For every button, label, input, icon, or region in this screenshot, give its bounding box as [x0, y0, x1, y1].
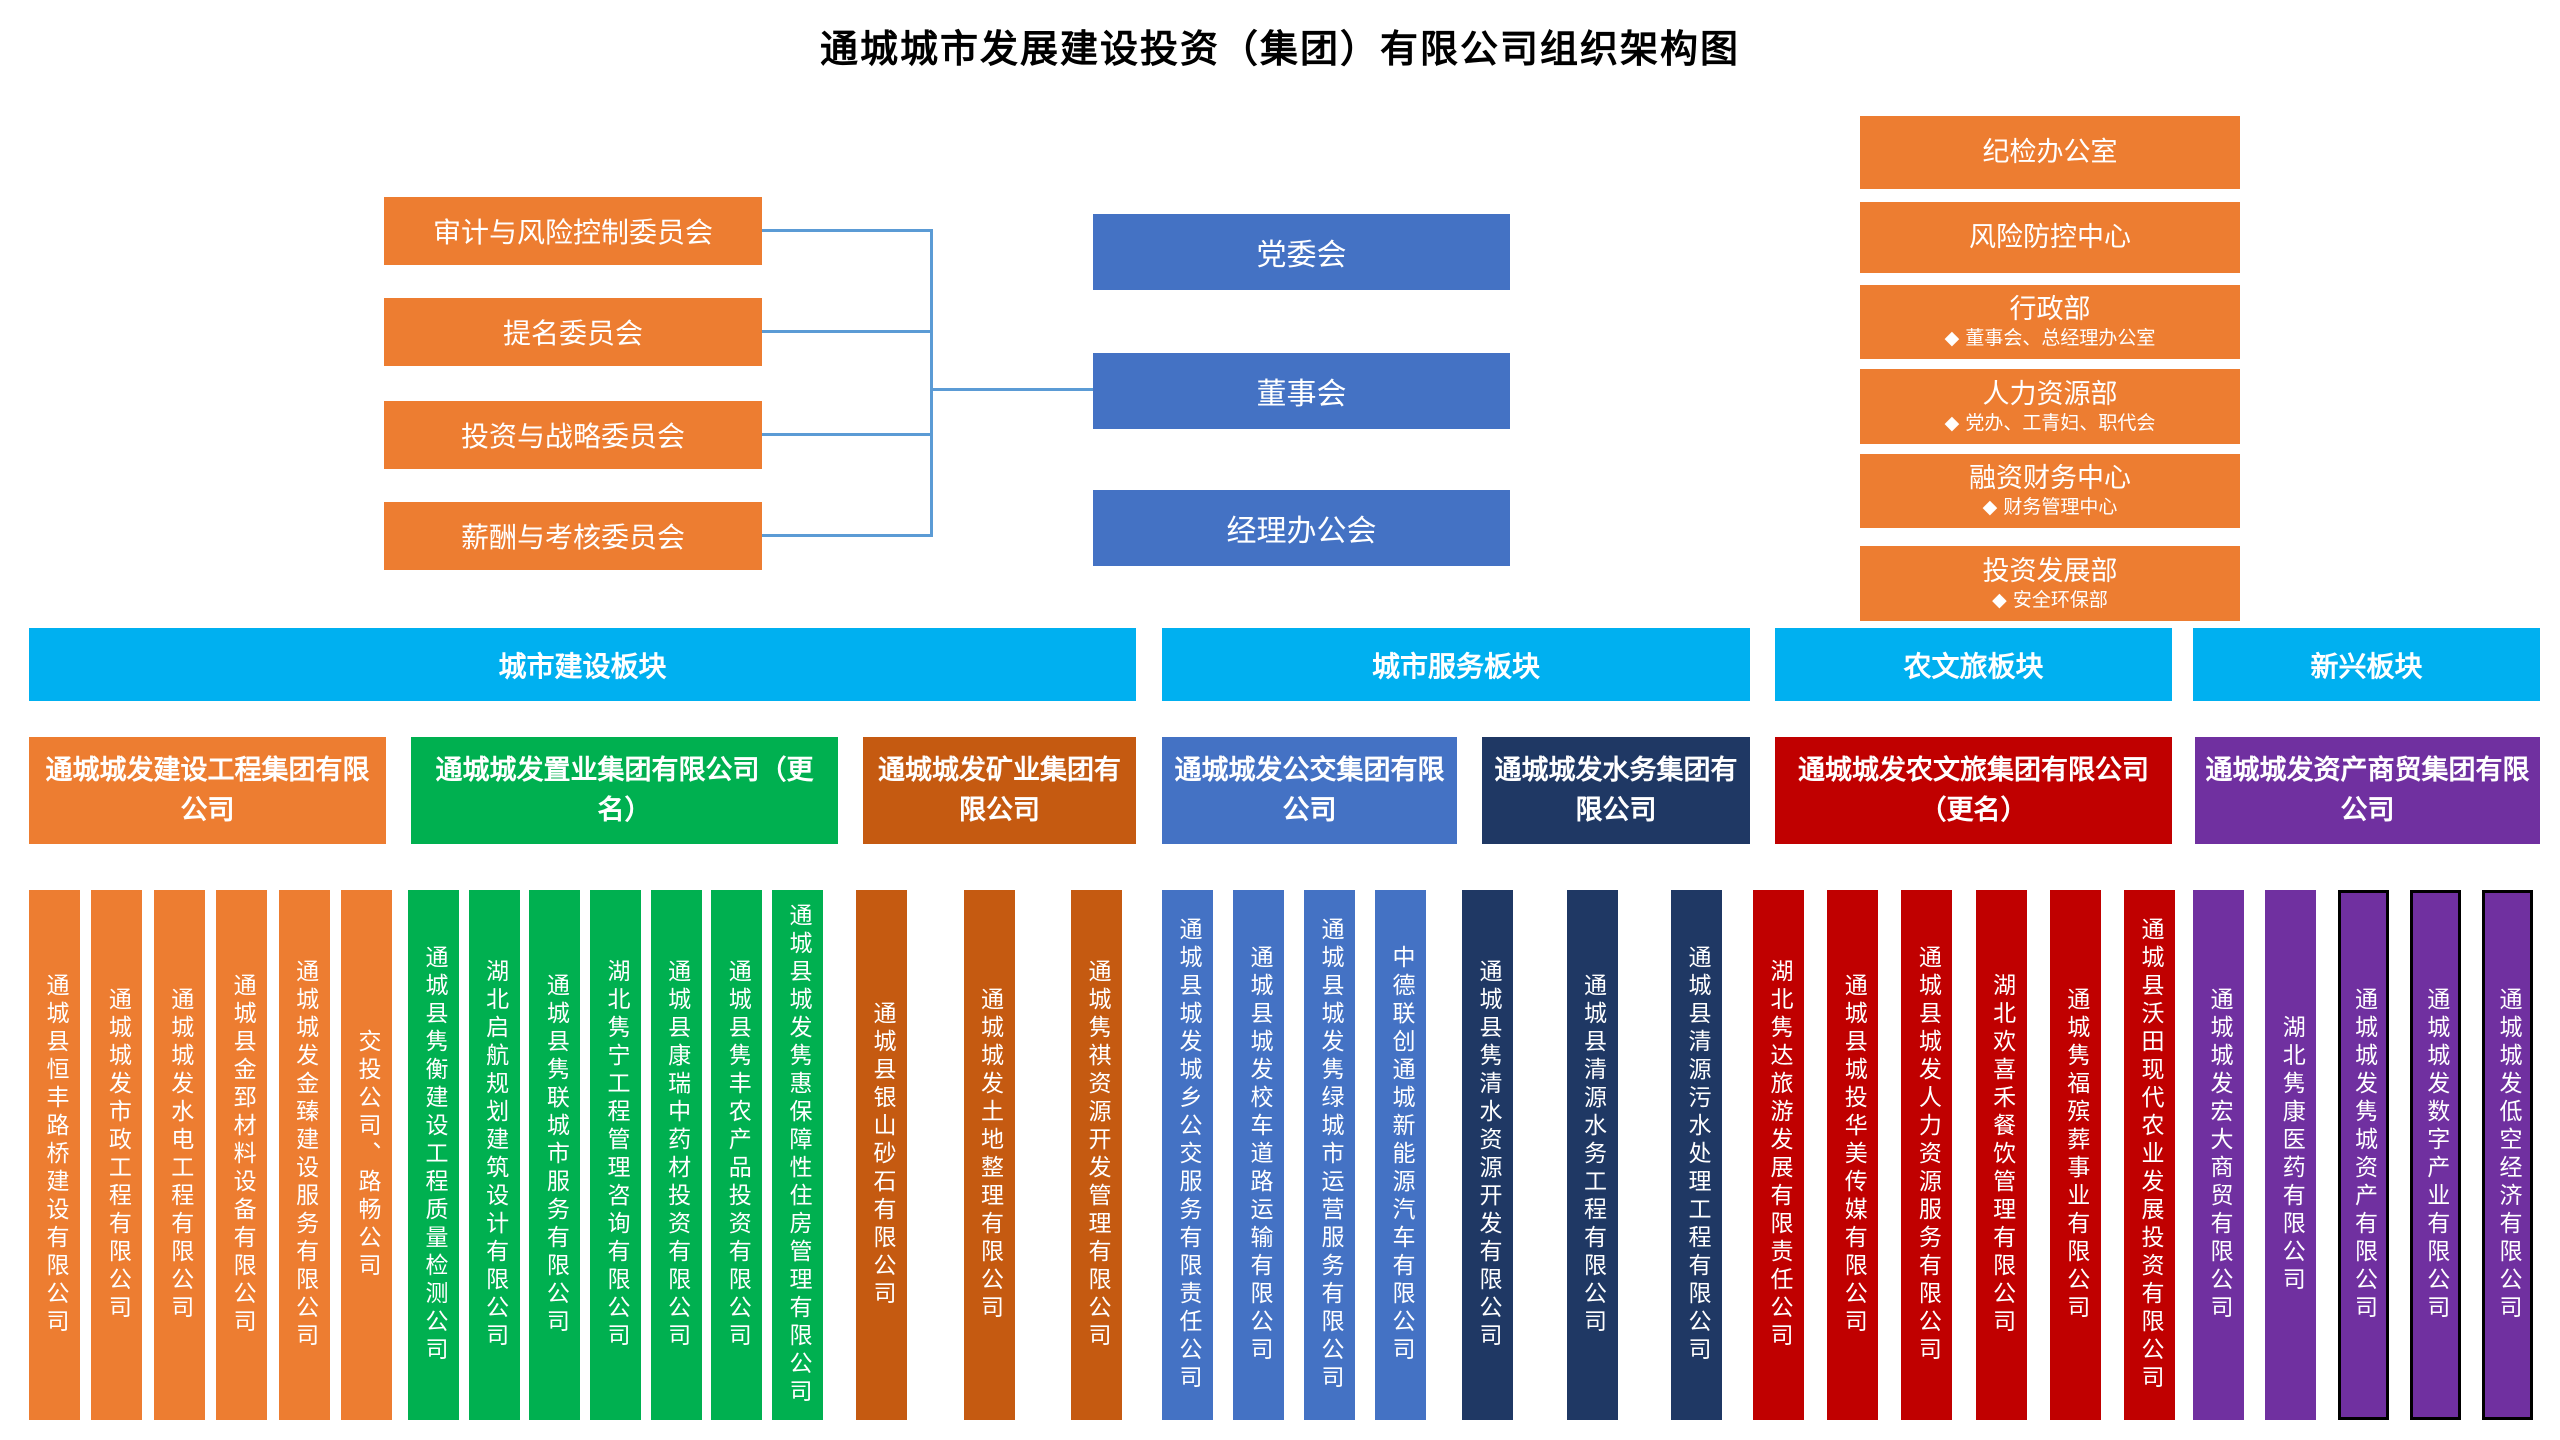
- section-agri-culture-tourism: 农文旅板块: [1775, 628, 2172, 701]
- section-urban-construction: 城市建设板块: [29, 628, 1136, 701]
- subsidiaries-agri-culture-tourism: 湖北隽达旅游发展有限责任公司 通城县城投华美传媒有限公司 通城县城发人力资源服务…: [1753, 890, 2175, 1420]
- subsidiary-column: 通城县沃田现代农业发展投资有限公司: [2123, 890, 2175, 1420]
- subsidiary-column: 通城县城发隽惠保障性住房管理有限公司: [771, 890, 823, 1420]
- subsidiary-column: 通城县城发隽绿城市运营服务有限公司: [1304, 890, 1355, 1420]
- subsidiary-column: 通城县城发城乡公交服务有限责任公司: [1162, 890, 1213, 1420]
- dept-label: 人力资源部: [1982, 378, 2118, 410]
- connector-line: [762, 433, 932, 436]
- connector-line: [762, 330, 932, 333]
- subsidiary-column: 通城县城发人力资源服务有限公司: [1901, 890, 1953, 1420]
- subsidiary-column: 中德联创通城新能源汽车有限公司: [1375, 890, 1426, 1420]
- subsidiary-column: 通城县清源水务工程有限公司: [1566, 890, 1618, 1420]
- committee-nomination: 提名委员会: [384, 298, 762, 366]
- dept-label: 纪检办公室: [1982, 136, 2118, 168]
- subsidiary-column-new: 通城城发低空经济有限公司: [2482, 890, 2533, 1420]
- committee-compensation-appraisal: 薪酬与考核委员会: [384, 502, 762, 570]
- chart-title: 通城城市发展建设投资（集团）有限公司组织架构图: [819, 27, 1740, 71]
- group-agri-culture-tourism: 通城城发农文旅集团有限公司（更名）: [1775, 737, 2172, 844]
- subsidiary-column: 通城县金郅材料设备有限公司: [216, 890, 268, 1420]
- subsidiary-column: 湖北隽宁工程管理咨询有限公司: [589, 890, 641, 1420]
- dept-human-resources: 人力资源部 ◆ 党办、工青妇、职代会: [1860, 369, 2240, 444]
- subsidiary-column-new: 通城城发隽城资产有限公司: [2337, 890, 2389, 1420]
- subsidiaries-construction: 通城县恒丰路桥建设有限公司 通城城发市政工程有限公司 通城城发水电工程有限公司 …: [29, 890, 392, 1420]
- subsidiary-column: 通城县城发校车道路运输有限公司: [1233, 890, 1284, 1420]
- dept-discipline-office: 纪检办公室: [1860, 116, 2240, 189]
- subsidiaries-water-affairs: 通城县隽清水资源开发有限公司 通城县清源水务工程有限公司 通城县清源污水处理工程…: [1462, 890, 1722, 1420]
- dept-sub-label: ◆ 财务管理中心: [1982, 496, 2118, 518]
- subsidiary-column: 交投公司、路畅公司: [340, 890, 392, 1420]
- group-water-affairs: 通城城发水务集团有限公司: [1482, 737, 1750, 844]
- dept-sub-label: ◆ 安全环保部: [1992, 588, 2108, 611]
- subsidiary-column: 通城县康瑞中药材投资有限公司: [650, 890, 702, 1420]
- subsidiary-column: 湖北欢喜禾餐饮管理有限公司: [1975, 890, 2027, 1420]
- subsidiary-column: 通城县隽衡建设工程质量检测公司: [408, 890, 459, 1420]
- subsidiary-column: 通城县清源污水处理工程有限公司: [1671, 890, 1722, 1420]
- subsidiaries-real-estate: 通城县隽衡建设工程质量检测公司 湖北启航规划建筑设计有限公司 通城县隽联城市服务…: [408, 890, 823, 1420]
- dept-label: 融资财务中心: [1969, 463, 2131, 495]
- subsidiary-column: 湖北启航规划建筑设计有限公司: [468, 890, 520, 1420]
- dept-finance-center: 融资财务中心 ◆ 财务管理中心: [1860, 454, 2240, 528]
- dept-label: 行政部: [2009, 294, 2091, 326]
- manager-office-box: 经理办公会: [1093, 490, 1510, 566]
- subsidiary-column: 通城城发金臻建设服务有限公司: [278, 890, 330, 1420]
- group-asset-trade: 通城城发资产商贸集团有限公司: [2195, 737, 2540, 844]
- subsidiary-column-new: 通城城发数字产业有限公司: [2409, 890, 2461, 1420]
- subsidiary-column: 通城城发宏大商贸有限公司: [2193, 890, 2244, 1420]
- subsidiary-column: 通城城发土地整理有限公司: [963, 890, 1015, 1420]
- dept-label: 风险防控中心: [1969, 221, 2131, 253]
- subsidiary-column: 通城县城投华美传媒有限公司: [1827, 890, 1879, 1420]
- group-public-transport: 通城城发公交集团有限公司: [1162, 737, 1457, 844]
- subsidiaries-asset-trade: 通城城发宏大商贸有限公司 湖北隽康医药有限公司 通城城发隽城资产有限公司 通城城…: [2193, 890, 2533, 1420]
- subsidiary-column: 通城县恒丰路桥建设有限公司: [29, 890, 80, 1420]
- subsidiary-column: 通城县隽丰农产品投资有限公司: [711, 890, 763, 1420]
- section-emerging: 新兴板块: [2193, 628, 2540, 701]
- subsidiaries-public-transport: 通城县城发城乡公交服务有限责任公司 通城县城发校车道路运输有限公司 通城县城发隽…: [1162, 890, 1426, 1420]
- dept-sub-label: ◆ 董事会、总经理办公室: [1944, 327, 2156, 349]
- group-mining: 通城城发矿业集团有限公司: [863, 737, 1136, 844]
- committee-audit-risk: 审计与风险控制委员会: [384, 197, 762, 265]
- subsidiary-column: 湖北隽达旅游发展有限责任公司: [1753, 890, 1804, 1420]
- connector-line: [762, 229, 932, 232]
- dept-investment-development: 投资发展部 ◆ 安全环保部: [1860, 546, 2240, 621]
- section-urban-services: 城市服务板块: [1162, 628, 1750, 701]
- connector-line-to-board: [930, 388, 1093, 391]
- subsidiary-column: 通城县隽清水资源开发有限公司: [1462, 890, 1513, 1420]
- connector-line-vertical: [930, 229, 933, 537]
- subsidiary-column: 通城城发水电工程有限公司: [153, 890, 205, 1420]
- committee-investment-strategy: 投资与战略委员会: [384, 401, 762, 469]
- subsidiary-column: 通城隽福殡葬事业有限公司: [2049, 890, 2101, 1420]
- board-of-directors-box: 董事会: [1093, 353, 1510, 429]
- subsidiary-column: 通城隽祺资源开发管理有限公司: [1071, 890, 1122, 1420]
- subsidiary-column: 湖北隽康医药有限公司: [2265, 890, 2317, 1420]
- subsidiary-column: 通城城发市政工程有限公司: [91, 890, 143, 1420]
- dept-risk-prevention-center: 风险防控中心: [1860, 202, 2240, 273]
- dept-administration: 行政部 ◆ 董事会、总经理办公室: [1860, 285, 2240, 359]
- party-committee-box: 党委会: [1093, 214, 1510, 290]
- subsidiaries-mining: 通城县银山砂石有限公司 通城城发土地整理有限公司 通城隽祺资源开发管理有限公司: [856, 890, 1122, 1420]
- group-construction-engineering: 通城城发建设工程集团有限公司: [29, 737, 386, 844]
- connector-line: [762, 534, 932, 537]
- dept-label: 投资发展部: [1982, 555, 2118, 587]
- dept-sub-label: ◆ 党办、工青妇、职代会: [1944, 411, 2156, 434]
- subsidiary-column: 通城县银山砂石有限公司: [856, 890, 907, 1420]
- group-real-estate: 通城城发置业集团有限公司（更名）: [411, 737, 838, 844]
- subsidiary-column: 通城县隽联城市服务有限公司: [529, 890, 581, 1420]
